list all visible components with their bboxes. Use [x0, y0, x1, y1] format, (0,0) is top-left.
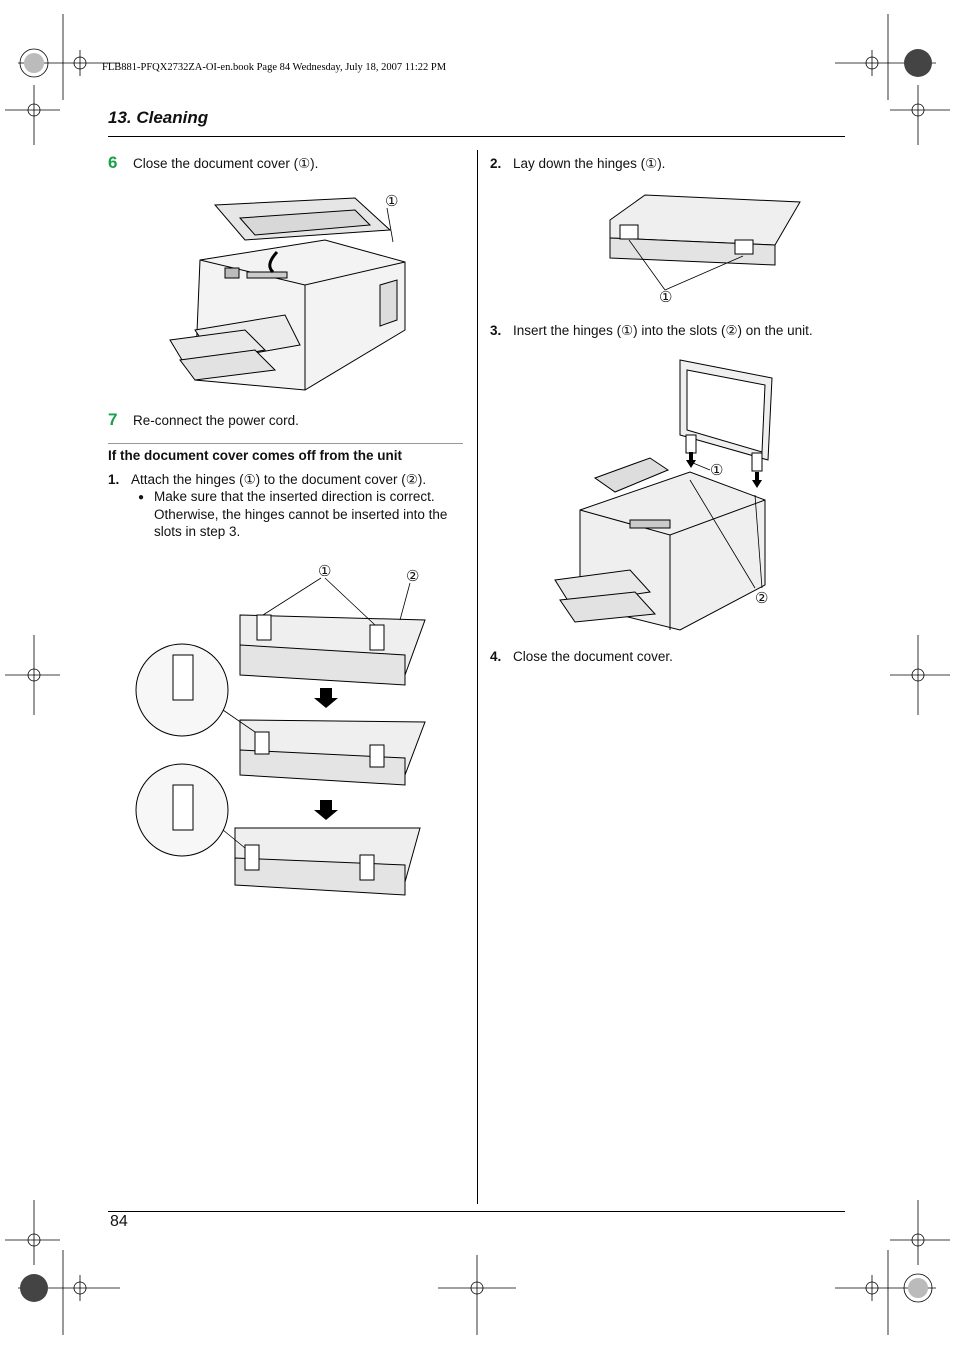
subsection-rule — [108, 443, 463, 444]
header-rule — [108, 136, 845, 137]
sub1-text: Attach the hinges (①) to the document co… — [131, 472, 427, 487]
fig-attach-hinges — [135, 577, 426, 896]
sub3-text: Insert the hinges (①) into the slots (②)… — [513, 323, 813, 338]
bullet-line-1: Make sure that the inserted direction is… — [154, 489, 435, 504]
callout-hinges-1: ① — [318, 563, 332, 580]
callout-insert-1: ① — [710, 462, 724, 479]
column-divider — [477, 150, 478, 1204]
sub2-text: Lay down the hinges (①). — [513, 156, 666, 171]
bullet-icon: ● — [138, 492, 145, 503]
callout-cover-2: ② — [406, 568, 420, 585]
sub3-number: 3. — [490, 323, 502, 338]
bullet-line-3: slots in step 3. — [154, 524, 241, 539]
callout-1: ① — [385, 193, 399, 210]
fig-lay-down-hinges — [609, 194, 801, 291]
subsection-heading: If the document cover comes off from the… — [108, 448, 403, 463]
callout-slots-2: ② — [755, 590, 769, 607]
step-6-text: Close the document cover (①). — [133, 156, 319, 171]
sub2-number: 2. — [490, 156, 502, 171]
step-7-text: Re-connect the power cord. — [133, 413, 299, 428]
sub4-text: Close the document cover. — [513, 649, 673, 664]
fig-close-cover — [169, 197, 406, 391]
step-6-number: 6 — [108, 153, 118, 172]
sub1-number: 1. — [108, 472, 120, 487]
fig-insert-hinges — [554, 359, 773, 631]
bullet-line-2: Otherwise, the hinges cannot be inserted… — [154, 507, 448, 522]
file-header: FLB881-PFQX2732ZA-OI-en.book Page 84 Wed… — [102, 62, 447, 73]
step-7-number: 7 — [108, 410, 118, 429]
callout-lay-1: ① — [659, 289, 673, 306]
sub4-number: 4. — [490, 649, 502, 664]
section-title: 13. Cleaning — [108, 108, 209, 127]
footer-rule — [108, 1211, 845, 1212]
page-number: 84 — [110, 1213, 128, 1230]
